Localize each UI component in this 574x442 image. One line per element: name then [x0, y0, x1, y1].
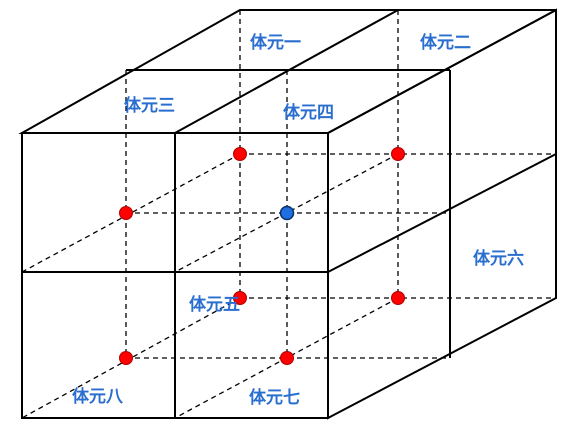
voxel-label-8: 体元八 [72, 386, 124, 406]
voxel-label-1: 体元一 [250, 32, 301, 52]
visible-edges [18, 8, 557, 420]
voxel-label-7: 体元七 [249, 387, 300, 407]
voxel-center-3 [119, 206, 133, 220]
voxel-label-5: 体元五 [189, 294, 240, 314]
voxel-labels: 体元一 体元二 体元三 体元四 体元五 体元六 体元七 体元八 [72, 32, 524, 407]
voxel-center-7 [280, 351, 294, 365]
voxel-center-2 [391, 147, 405, 161]
voxel-label-6: 体元六 [473, 248, 524, 268]
voxel-center-6 [391, 291, 405, 305]
voxel-label-2: 体元二 [420, 32, 471, 52]
voxel-center-5 [233, 291, 247, 305]
voxel-center-points [119, 147, 405, 365]
voxel-center-8 [119, 351, 133, 365]
query-point [279, 205, 295, 221]
voxel-label-4: 体元四 [283, 102, 334, 122]
voxel-label-3: 体元三 [124, 95, 175, 115]
voxel-center-1 [233, 147, 247, 161]
